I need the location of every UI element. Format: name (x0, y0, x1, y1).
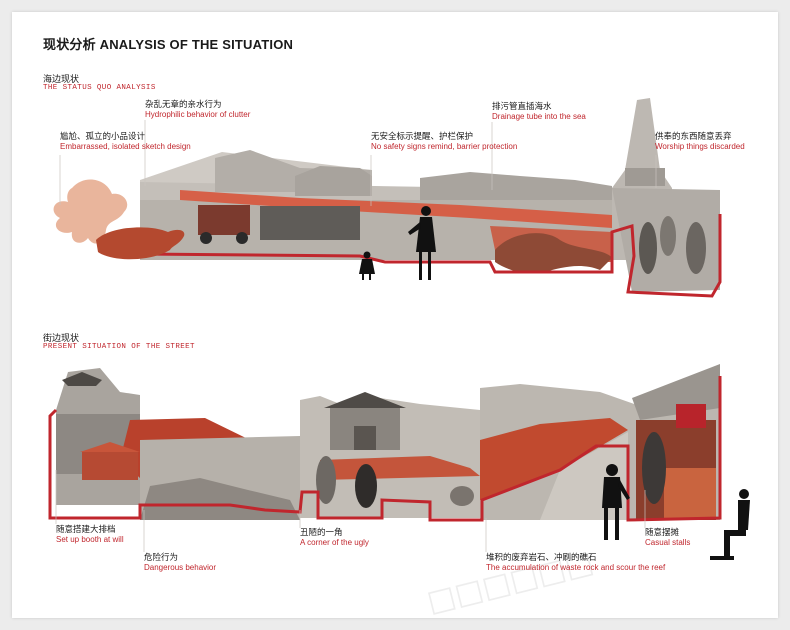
street-person-2 (355, 464, 377, 508)
annotation-en: Dangerous behavior (144, 563, 217, 572)
street-section-title-en: PRESENT SITUATION OF THE STREET (43, 343, 195, 351)
coast-person-right-2 (686, 222, 706, 274)
street-stall-table (664, 468, 716, 518)
street-vendor (642, 432, 666, 504)
annotation-cn: 丑陋的一角 (300, 527, 343, 537)
street-collage (48, 364, 750, 560)
page-title: 现状分析 ANALYSIS OF THE SITUATION (43, 37, 294, 52)
street-person-1 (316, 456, 336, 504)
annotation-en: No safety signs remind, barrier protecti… (371, 142, 518, 151)
coast-person-right-3 (660, 216, 676, 256)
coast-silhouette-woman (408, 206, 436, 280)
annotation-casual-stalls: 随意摆摊 Casual stalls (645, 527, 690, 548)
annotation-en: Worship things discarded (655, 142, 745, 151)
street-pagoda (62, 372, 102, 386)
annotation-no-safety-signs: 无安全标示提醒、护栏保护 No safety signs remind, bar… (371, 131, 517, 152)
annotation-waste-rock: 堆积的废弃岩石、冲刷的礁石 The accumulation of waste … (486, 552, 665, 573)
annotation-worship-discarded: 供奉的东西随意丢弃 Worship things discarded (655, 131, 745, 152)
annotation-drainage-tube: 排污管直插海水 Drainage tube into the sea (492, 101, 586, 122)
coast-section-title-en: THE STATUS QUO ANALYSIS (43, 84, 156, 92)
street-booth (82, 452, 138, 480)
coast-leader-lines (59, 120, 657, 206)
street-silhouette-man (602, 464, 630, 540)
coast-statue-base (625, 168, 665, 186)
coast-atv-group (260, 206, 360, 240)
street-rock-pile (480, 418, 628, 500)
annotation-cn: 尴尬、孤立的小品设计 (60, 131, 146, 141)
street-stall-sign (676, 404, 706, 428)
coast-atv-wheel-2 (236, 232, 248, 244)
coast-person-right-1 (639, 222, 657, 274)
annotation-en: A corner of the ugly (300, 538, 369, 547)
coast-silhouette-child (359, 251, 375, 280)
coast-turtle-sculpture (96, 227, 185, 260)
annotation-cn: 杂乱无章的亲水行为 (145, 99, 222, 109)
annotation-cn: 随意搭建大排档 (56, 524, 116, 534)
coast-village (420, 172, 612, 200)
coast-collage (53, 98, 722, 298)
annotation-cn: 供奉的东西随意丢弃 (655, 131, 732, 141)
annotation-cn: 堆积的废弃岩石、冲刷的礁石 (486, 552, 597, 562)
street-red-outline (48, 376, 722, 522)
annotation-en: Drainage tube into the sea (492, 112, 586, 121)
annotation-cn: 无安全标示提醒、护栏保护 (371, 131, 474, 141)
annotation-dangerous-behavior: 危险行为 Dangerous behavior (144, 552, 216, 573)
annotation-en: Embarrassed, isolated sketch design (60, 142, 191, 151)
coast-driftwood-sculpture (495, 233, 612, 274)
annotation-en: Hydrophilic behavior of clutter (145, 110, 251, 119)
coast-atv-red (198, 205, 250, 235)
annotation-isolated-sketch-design: 尴尬、孤立的小品设计 Embarrassed, isolated sketch … (60, 131, 191, 152)
street-gate-door (354, 426, 376, 450)
coast-stadium (295, 166, 372, 196)
annotation-en: The accumulation of waste rock and scour… (486, 563, 666, 572)
annotation-hydrophilic-clutter: 杂乱无章的亲水行为 Hydrophilic behavior of clutte… (145, 99, 250, 120)
annotation-ugly-corner: 丑陋的一角 A corner of the ugly (300, 527, 369, 548)
annotation-cn: 随意摆摊 (645, 527, 680, 537)
street-booth-roof (80, 442, 140, 452)
annotation-en: Casual stalls (645, 538, 691, 547)
annotation-cn: 危险行为 (144, 552, 179, 562)
annotation-set-up-booth: 随意搭建大排档 Set up booth at will (56, 524, 124, 545)
street-section-title-cn: 街边现状 (43, 333, 80, 343)
annotation-en: Set up booth at will (56, 535, 124, 544)
street-leader-lines (55, 470, 646, 552)
street-gate-roof (324, 392, 406, 408)
coast-red-water (180, 190, 612, 228)
street-person-3 (450, 486, 474, 506)
coast-section-title-cn: 海边现状 (43, 74, 80, 84)
coast-red-outline (139, 214, 722, 298)
coast-atv-wheel-1 (200, 232, 212, 244)
annotation-cn: 排污管直插海水 (492, 101, 552, 111)
street-silhouette-sitting (710, 489, 750, 560)
coast-octopus-sculpture (53, 179, 128, 244)
